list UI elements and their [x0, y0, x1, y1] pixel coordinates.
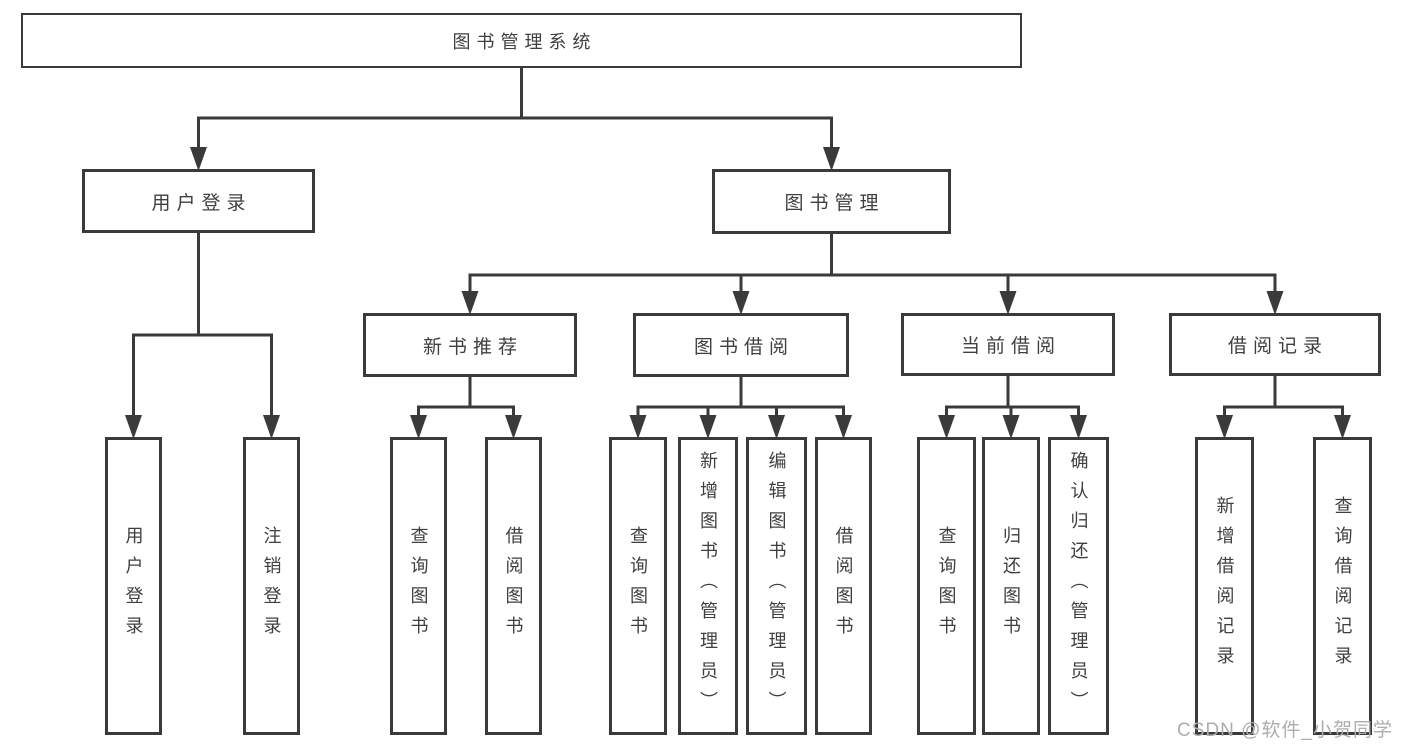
- node-nbr-borrow: 借阅图书: [485, 437, 542, 735]
- arrowhead-icon: [699, 415, 717, 439]
- arrowhead-icon: [629, 415, 647, 439]
- node-cb-query: 查询图书: [917, 437, 976, 735]
- arrowhead-icon: [505, 415, 522, 439]
- node-book-mgmt: 图书管理: [712, 169, 951, 234]
- arrowhead-icon: [461, 291, 479, 315]
- node-nbr-query: 查询图书: [390, 437, 447, 735]
- arrowhead-icon: [125, 415, 142, 439]
- arrowhead-icon: [190, 147, 207, 171]
- arrowhead-icon: [1070, 415, 1087, 439]
- arrowhead-icon: [1266, 291, 1284, 315]
- node-br-query: 查询借阅记录: [1313, 437, 1372, 735]
- node-logout: 注销登录: [243, 437, 300, 735]
- node-borrow-records: 借阅记录: [1169, 313, 1381, 376]
- node-cb-confirm: 确认归还（管理员）: [1048, 437, 1109, 735]
- arrowhead-icon: [1002, 415, 1020, 439]
- node-current-borrow: 当前借阅: [901, 313, 1115, 376]
- node-bb-edit: 编辑图书（管理员）: [746, 437, 807, 735]
- node-root: 图书管理系统: [21, 13, 1022, 68]
- node-login-group: 用户登录: [82, 169, 315, 233]
- arrowhead-icon: [823, 147, 840, 171]
- watermark: CSDN @软件_小贺同学: [1177, 720, 1393, 741]
- node-user-login: 用户登录: [105, 437, 162, 735]
- node-book-borrow: 图书借阅: [633, 313, 849, 377]
- arrowhead-icon: [732, 291, 750, 315]
- node-new-book-rec: 新书推荐: [363, 313, 577, 377]
- node-bb-add: 新增图书（管理员）: [678, 437, 738, 735]
- arrowhead-icon: [938, 415, 955, 439]
- node-cb-return: 归还图书: [982, 437, 1040, 735]
- arrowhead-icon: [263, 415, 280, 439]
- node-bb-borrow: 借阅图书: [815, 437, 872, 735]
- arrowhead-icon: [768, 415, 785, 439]
- node-br-add: 新增借阅记录: [1195, 437, 1254, 735]
- arrowhead-icon: [1334, 415, 1351, 439]
- arrowhead-icon: [410, 415, 427, 439]
- node-bb-query: 查询图书: [609, 437, 667, 735]
- arrowhead-icon: [999, 291, 1017, 315]
- arrowhead-icon: [1216, 415, 1233, 439]
- arrowhead-icon: [835, 415, 852, 439]
